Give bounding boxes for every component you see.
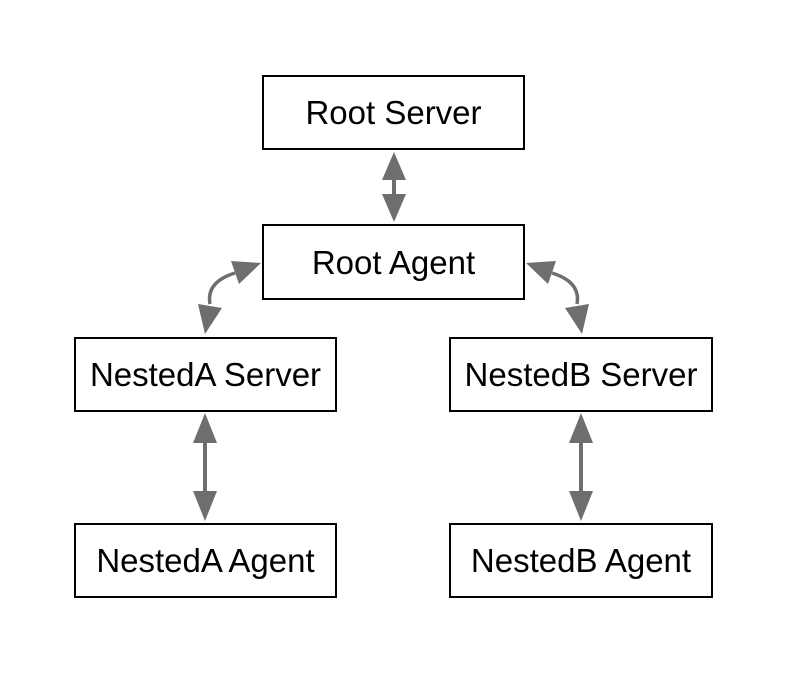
node-root-server: Root Server (262, 75, 525, 150)
node-label: NestedB Agent (470, 542, 692, 579)
node-label: Root Server (305, 94, 482, 131)
arrowhead-up-icon (569, 413, 593, 443)
arrowhead-up-icon (193, 413, 217, 443)
node-nesteda-agent: NestedA Agent (74, 523, 337, 598)
arrowhead-left-icon (526, 261, 556, 284)
arrowhead-right-icon (231, 261, 261, 284)
edge-nestedb-server-nestedb-agent (569, 413, 593, 521)
node-label: NestedA Server (89, 356, 322, 393)
edge-root-agent-nestedb-server (526, 261, 589, 334)
node-nestedb-agent: NestedB Agent (449, 523, 713, 598)
edge-curve (551, 271, 580, 305)
arrowhead-down-icon (193, 491, 217, 521)
arrowhead-down-icon (565, 304, 589, 334)
node-nesteda-server: NestedA Server (74, 337, 337, 412)
arrowhead-down-icon (569, 491, 593, 521)
node-label: NestedB Server (464, 356, 698, 393)
node-label: NestedA Agent (96, 542, 315, 579)
arrowhead-down-icon (198, 304, 222, 334)
edge-root-agent-nesteda-server (198, 261, 261, 334)
arrowhead-up-icon (382, 152, 406, 180)
arrowhead-down-icon (382, 194, 406, 222)
edge-curve (207, 271, 236, 305)
edge-nesteda-server-nesteda-agent (193, 413, 217, 521)
edge-root-server-root-agent (382, 152, 406, 222)
node-label: Root Agent (311, 243, 476, 281)
node-nestedb-server: NestedB Server (449, 337, 713, 412)
node-root-agent: Root Agent (262, 224, 525, 300)
